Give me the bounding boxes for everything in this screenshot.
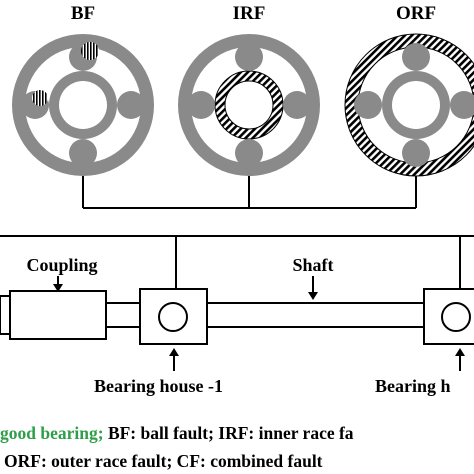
bf-label: BF — [71, 3, 95, 24]
coupling-label: Coupling — [26, 255, 97, 275]
caption-line-1: good bearing; BF: ball fault; IRF: inner… — [0, 423, 474, 444]
orf-label: ORF — [396, 3, 436, 24]
ball-bottom — [69, 139, 97, 167]
caption-line-1-rest: BF: ball fault; IRF: inner race fa — [103, 423, 354, 443]
ball-fault-spot-2 — [32, 90, 48, 106]
irf-label: IRF — [233, 3, 266, 24]
bearing-house-1-label: Bearing house -1 — [94, 376, 223, 396]
caption-line-2: ORF: outer race fault; CF: combined faul… — [4, 451, 323, 471]
connector-lines — [0, 176, 474, 289]
ball-right — [117, 91, 145, 119]
shaft — [206, 302, 425, 328]
coupling — [0, 290, 141, 340]
irf-bearing — [178, 34, 320, 176]
good-bearing-text: good bearing; — [0, 423, 104, 443]
ball-fault-spot-1 — [81, 42, 99, 60]
bf-bearing — [12, 34, 154, 176]
shaft-label: Shaft — [292, 255, 333, 275]
bearing-house-2-label: Bearing h — [375, 376, 451, 396]
orf-bearing — [344, 33, 474, 177]
